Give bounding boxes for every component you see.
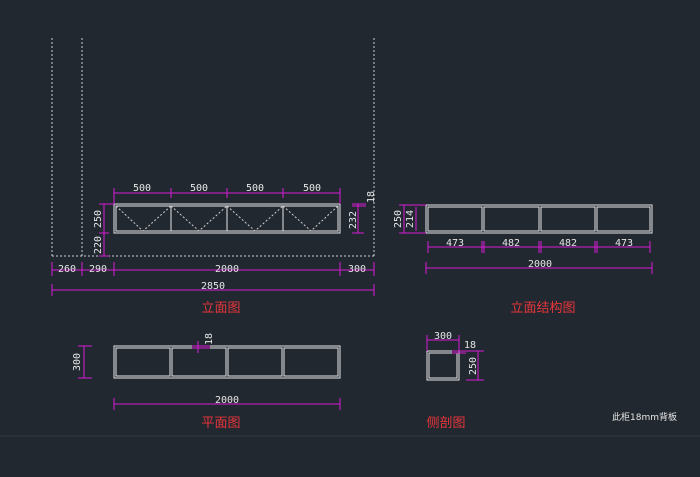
dim-right-side: 232 bbox=[348, 211, 359, 229]
back-panel-note: 此柜18mm背板 bbox=[612, 411, 677, 423]
dim-top-3: 500 bbox=[246, 183, 264, 194]
dim-structure-inner: 214 bbox=[405, 210, 416, 228]
dim-structure-total: 2000 bbox=[528, 259, 552, 270]
dim-plan-board: 18 bbox=[204, 333, 215, 345]
dim-bottom-main: 2000 bbox=[215, 264, 239, 275]
dim-top-1: 500 bbox=[133, 183, 151, 194]
dim-top-2: 500 bbox=[190, 183, 208, 194]
door-swing-marks bbox=[115, 205, 339, 232]
plan-view: 300 18 2000 平面图 bbox=[72, 333, 341, 431]
dim-left-low: 220 bbox=[93, 236, 104, 254]
elevation-cabinet-outline bbox=[113, 203, 341, 234]
dim-left-height: 250 bbox=[93, 210, 104, 228]
dim-bottom-gap: 290 bbox=[89, 264, 107, 275]
elevation-view: 500 500 500 500 18 232 250 220 260 290 2… bbox=[51, 38, 377, 316]
structure-view: 250 214 473 482 482 473 2000 立面结构图 bbox=[393, 204, 653, 316]
dim-structure-outer: 250 bbox=[393, 210, 404, 228]
section-view: 300 18 250 侧剖图 bbox=[426, 331, 484, 431]
dim-bottom-left: 260 bbox=[58, 264, 76, 275]
section-outline bbox=[426, 350, 460, 381]
dim-bay-3: 482 bbox=[559, 238, 577, 249]
dim-overall: 2850 bbox=[201, 281, 225, 292]
section-inner bbox=[428, 352, 458, 379]
dim-section-height: 250 bbox=[468, 357, 479, 375]
dim-plan-width: 2000 bbox=[215, 395, 239, 406]
plan-title: 平面图 bbox=[201, 416, 240, 431]
dim-section-board: 18 bbox=[464, 340, 476, 351]
dim-bottom-right: 300 bbox=[348, 264, 366, 275]
dim-bay-2: 482 bbox=[502, 238, 520, 249]
dim-bay-4: 473 bbox=[615, 238, 633, 249]
dim-right-top: 18 bbox=[366, 191, 377, 203]
structure-title: 立面结构图 bbox=[510, 301, 575, 316]
dim-bay-1: 473 bbox=[446, 238, 464, 249]
elevation-title: 立面图 bbox=[201, 301, 240, 316]
structure-outline bbox=[425, 204, 653, 234]
plan-outline bbox=[113, 345, 341, 379]
dim-section-width: 300 bbox=[434, 331, 452, 342]
dim-plan-depth: 300 bbox=[72, 353, 83, 371]
section-title: 侧剖图 bbox=[426, 416, 465, 431]
dim-top-4: 500 bbox=[303, 183, 321, 194]
